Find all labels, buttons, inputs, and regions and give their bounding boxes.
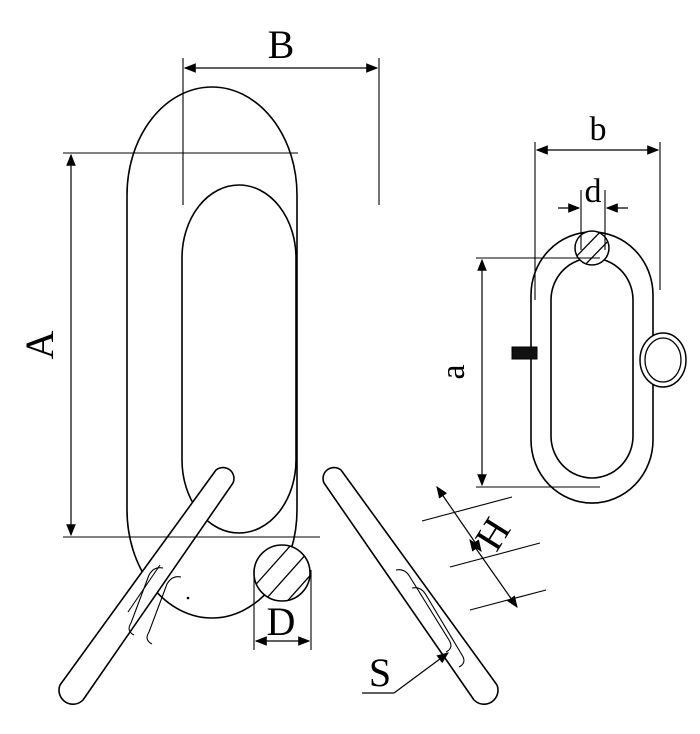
dimension-H-ext-upper [421,496,513,522]
sub-link-right-bar-seam-a [395,569,452,653]
dimension-D-label: D [267,599,296,644]
side-link-outer-outline [530,231,654,504]
sub-link-right-bar-seam-b [411,587,465,668]
sub-link-left-bar-seam-b [146,576,182,645]
dimension-B-label: B [268,22,295,67]
dimension-S-label: S [369,650,391,695]
master-link-outer-outline [126,86,298,619]
dimension-a-label: a [435,364,472,379]
sub-link-left-bar-seam-a [128,567,164,636]
dimension-a: a [435,257,600,488]
dimension-H: H [421,486,547,611]
dimension-H-line-lower [469,539,518,608]
artifact-dot [186,596,190,600]
dimension-D: D [253,570,312,650]
dimension-b: b [534,111,661,300]
sub-link-right [322,466,499,705]
sub-link-left-bar-outer [58,466,235,705]
dimension-S: S [362,650,449,695]
side-view-master-link [511,230,687,504]
dimension-A-label: A [17,330,62,359]
side-link-weld-mark [511,346,538,360]
dimension-d-label: d [585,173,602,210]
dimension-A: A [17,152,320,538]
dimension-B: B [182,22,380,205]
side-link-inner-outline [550,257,634,479]
dimension-b-label: b [590,111,607,148]
dimension-H-ext-lower [469,589,547,611]
sub-link-left [58,466,235,705]
side-link-lug-hole [639,332,687,388]
dimension-d: d [558,173,628,250]
dimension-S-leader-angled [393,652,449,694]
sub-link-right-bar-outer [322,466,499,705]
front-view-master-link [58,86,499,705]
side-link-section-circle [574,230,610,266]
